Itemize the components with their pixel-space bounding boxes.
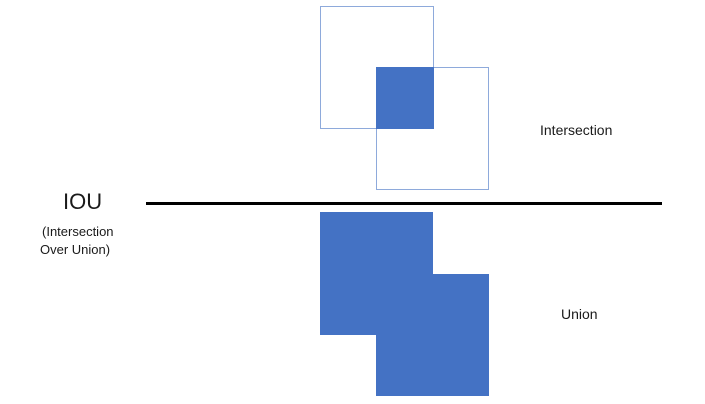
union-label: Union (561, 306, 598, 322)
iou-subtitle-line1: (Intersection (42, 224, 114, 239)
iou-title: IOU (63, 189, 103, 214)
intersection-label: Intersection (540, 122, 613, 138)
intersection-overlap-region (376, 67, 434, 129)
fraction-divider-line (146, 202, 662, 205)
union-box-b-filled (376, 274, 489, 396)
iou-subtitle-line2: Over Union) (40, 242, 111, 257)
